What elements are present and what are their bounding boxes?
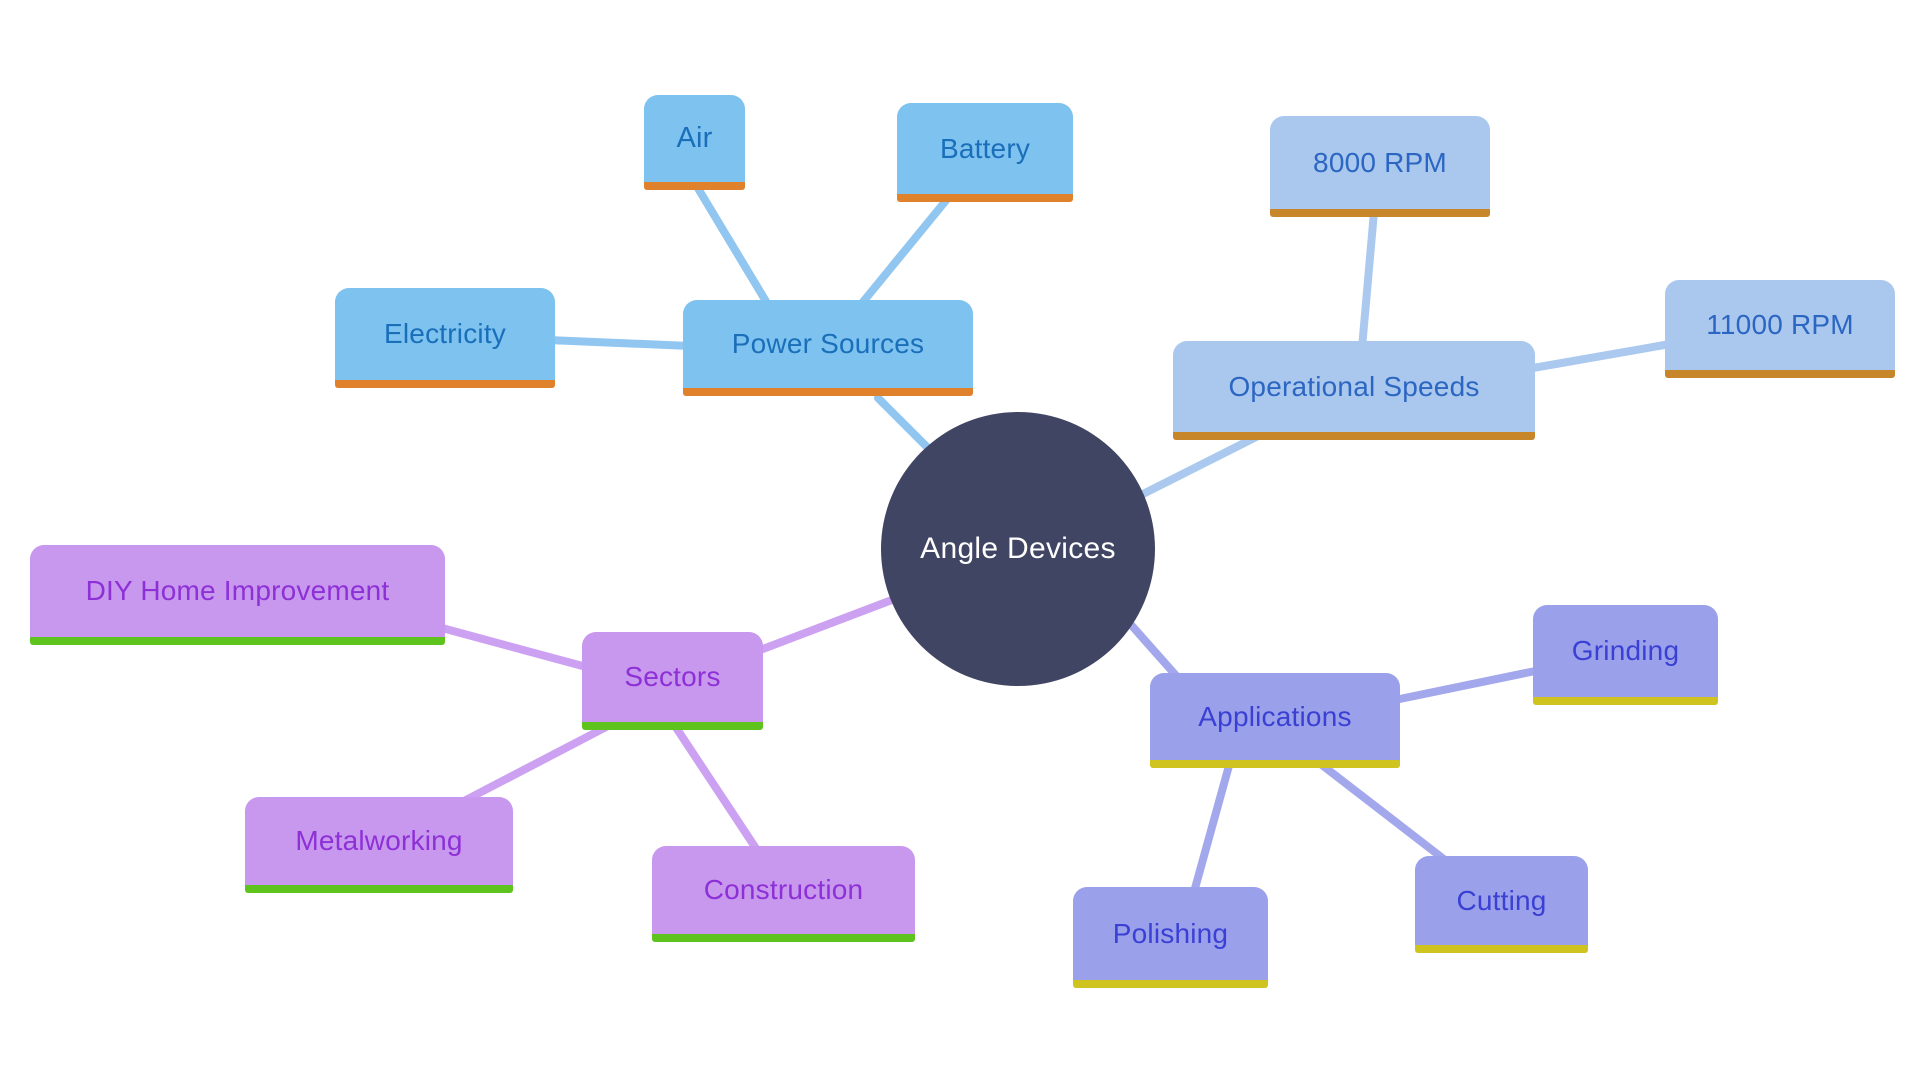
node-battery[interactable]: Battery xyxy=(897,103,1073,202)
edge-applications-grinding xyxy=(1391,666,1544,704)
edge-battery-power-sources xyxy=(854,194,952,312)
edge-sectors-center xyxy=(751,591,909,656)
edge-operational-speeds-center xyxy=(1131,432,1262,502)
edge-air-power-sources xyxy=(692,181,774,312)
edge-applications-polishing xyxy=(1190,758,1234,896)
edge-sectors-metalworking xyxy=(458,722,612,806)
node-power-sources-label: Power Sources xyxy=(731,328,925,359)
node-metalworking-label: Metalworking xyxy=(295,825,463,856)
node-applications-label: Applications xyxy=(1198,700,1352,732)
node-operational-speeds-label: Operational Speeds xyxy=(1228,370,1480,402)
node-angle-devices[interactable]: Angle Devices xyxy=(881,412,1155,686)
edge-electricity-power-sources xyxy=(544,336,694,350)
node-sectors[interactable]: Sectors xyxy=(582,632,763,730)
node-polishing-label: Polishing xyxy=(1112,917,1229,949)
node-electricity-label: Electricity xyxy=(384,318,506,349)
edge-applications-cutting xyxy=(1314,758,1449,864)
node-power-sources[interactable]: Power Sources xyxy=(683,300,973,396)
edge-11000rpm-operational-speeds xyxy=(1529,340,1674,372)
edge-center-applications xyxy=(1121,614,1184,684)
node-11000-rpm-label: 11000 RPM xyxy=(1706,309,1854,340)
node-angle-devices-label: Angle Devices xyxy=(920,532,1116,565)
node-diy-home-improvement-label: DIY Home Improvement xyxy=(85,575,390,606)
node-electricity[interactable]: Electricity xyxy=(335,288,555,388)
node-11000-rpm[interactable]: 11000 RPM xyxy=(1665,280,1895,378)
node-diy-home-improvement[interactable]: DIY Home Improvement xyxy=(30,545,445,645)
node-grinding[interactable]: Grinding xyxy=(1533,605,1718,705)
node-operational-speeds[interactable]: Operational Speeds xyxy=(1173,341,1535,440)
node-applications[interactable]: Applications xyxy=(1150,673,1400,768)
node-air-label: Air xyxy=(676,122,713,154)
node-sectors-label: Sectors xyxy=(624,661,721,692)
node-air[interactable]: Air xyxy=(644,95,745,190)
node-8000-rpm-label: 8000 RPM xyxy=(1313,146,1447,178)
node-cutting[interactable]: Cutting xyxy=(1415,856,1588,953)
node-8000-rpm[interactable]: 8000 RPM xyxy=(1270,116,1490,217)
edge-8000rpm-operational-speeds xyxy=(1358,208,1378,352)
edge-diy-sectors xyxy=(438,624,594,672)
node-polishing[interactable]: Polishing xyxy=(1073,887,1268,988)
node-cutting-label: Cutting xyxy=(1456,884,1547,916)
edge-sectors-construction xyxy=(671,722,761,854)
node-construction-label: Construction xyxy=(703,874,864,905)
node-metalworking[interactable]: Metalworking xyxy=(245,797,513,893)
node-construction[interactable]: Construction xyxy=(652,846,915,942)
node-battery-label: Battery xyxy=(939,132,1031,164)
node-grinding-label: Grinding xyxy=(1571,635,1680,666)
